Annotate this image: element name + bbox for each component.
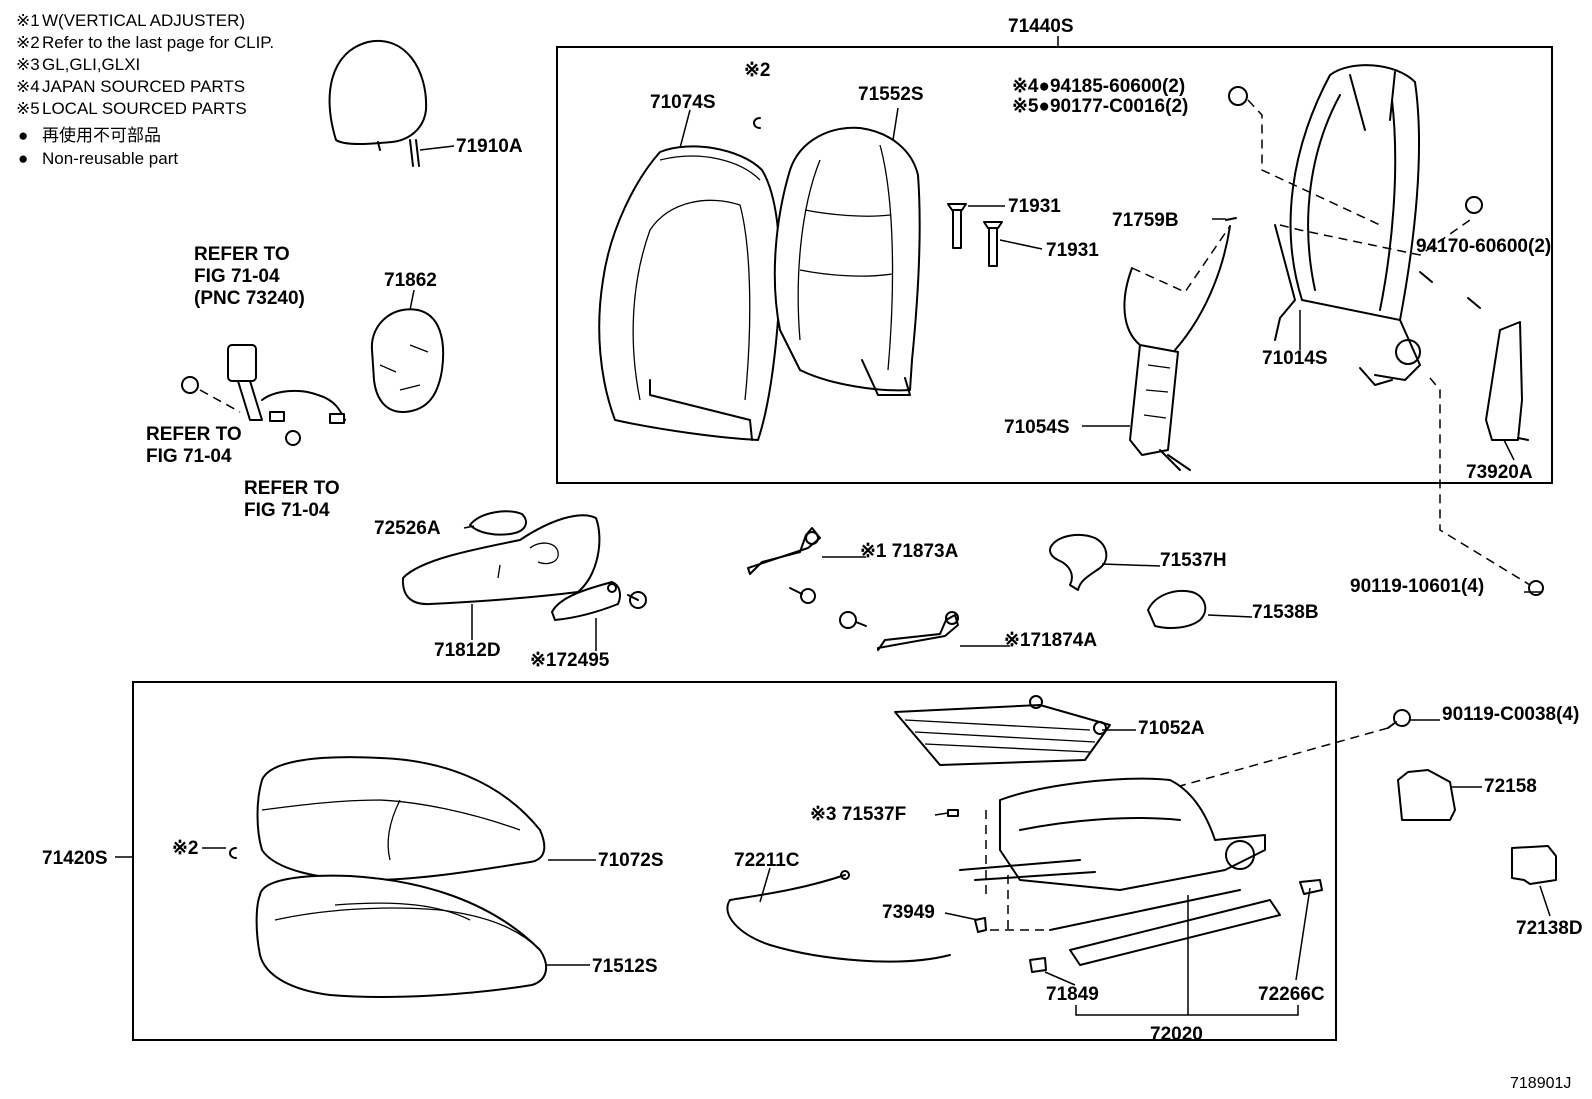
note-2-text: Refer to the last page for CLIP.: [42, 33, 274, 52]
label-71910A: 71910A: [456, 136, 523, 157]
bracket-71874A-drawing: [839, 611, 959, 651]
seat-frame-drawing: [947, 777, 1323, 986]
seatback-cover-drawing: [598, 145, 781, 441]
nut-94185-drawing: [1228, 86, 1381, 226]
part-number-labels: 71440S 71074S 71552S ※2 ※4●94185-60600(2…: [42, 16, 1583, 1045]
label-refer-left-1: REFER TO: [146, 424, 242, 445]
bracket-71537H-drawing: [1049, 533, 1108, 591]
legend-notes: ※1 W(VERTICAL ADJUSTER) ※2 Refer to the …: [16, 11, 274, 168]
seatback-pad-drawing: [773, 126, 921, 396]
shield-71812D-drawing: [401, 514, 601, 606]
lumbar-support-drawing: [1123, 217, 1237, 471]
note-3-text: GL,GLI,GLXI: [42, 55, 140, 74]
label-71420S: 71420S: [42, 848, 108, 869]
label-71874A: ※171874A: [1004, 630, 1097, 651]
label-71849: 71849: [1046, 984, 1099, 1005]
label-71931-a: 71931: [1008, 196, 1061, 217]
label-72495: ※172495: [530, 650, 610, 671]
label-71537H: 71537H: [1160, 550, 1227, 571]
label-71552S: 71552S: [858, 84, 924, 105]
label-71512S: 71512S: [592, 956, 658, 977]
leader-lines: [202, 107, 1551, 1016]
label-73920A: 73920A: [1466, 462, 1533, 483]
bracket-71538B-drawing: [1147, 590, 1207, 629]
note-7-text: Non-reusable part: [42, 149, 178, 168]
label-71537F: ※3 71537F: [810, 804, 906, 825]
label-refer-upper-2: FIG 71-04: [194, 266, 280, 287]
note-4-mark: ※4: [16, 77, 40, 96]
label-71873A: ※1 71873A: [860, 541, 959, 562]
label-72020: 72020: [1150, 1024, 1203, 1045]
label-90119-10601: 90119-10601(4): [1350, 576, 1484, 597]
note-6-mark: ●: [18, 126, 28, 145]
label-71014S: 71014S: [1262, 348, 1328, 369]
note-5-mark: ※5: [16, 99, 40, 118]
label-clip-top: ※2: [744, 60, 771, 81]
side-pad-71862-drawing: [370, 308, 445, 414]
label-refer-right-1: REFER TO: [244, 478, 340, 499]
label-94185: ※4●94185-60600(2): [1012, 76, 1185, 97]
seatback-frame-drawing: [1274, 64, 1483, 386]
label-72266C: 72266C: [1258, 984, 1325, 1005]
cover-72138D-drawing: [1511, 845, 1557, 885]
note-1-mark: ※1: [16, 11, 40, 30]
side-cover-drawing: [1429, 321, 1544, 596]
label-refer-left-2: FIG 71-04: [146, 446, 232, 467]
headrest-drawing: [328, 39, 428, 167]
note-6-text: 再使用不可部品: [42, 125, 161, 145]
label-72158: 72158: [1484, 776, 1537, 797]
label-71931-b: 71931: [1046, 240, 1099, 261]
lever-72495-drawing: [551, 581, 647, 621]
label-71072S: 71072S: [598, 850, 664, 871]
label-90119-C0038: 90119-C0038(4): [1442, 704, 1579, 725]
seat-belt-buckle-drawing: [181, 344, 346, 446]
note-4-text: JAPAN SOURCED PARTS: [42, 77, 245, 96]
cover-72158-drawing: [1397, 769, 1456, 821]
cushion-assembly-frame: [132, 681, 1337, 1041]
label-refer-upper-1: REFER TO: [194, 244, 290, 265]
figure-code: 718901J: [1510, 1075, 1571, 1092]
wire-72211C-drawing: [726, 870, 951, 963]
cushion-cover-drawing: [256, 756, 546, 881]
note-2-mark: ※2: [16, 33, 40, 52]
label-72211C: 72211C: [734, 850, 800, 871]
seatback-assembly-frame: [556, 46, 1553, 484]
note-3-mark: ※3: [16, 55, 40, 74]
bolt-90119-C0038-drawing: [1179, 709, 1411, 787]
label-refer-right-2: FIG 71-04: [244, 500, 330, 521]
label-71440S: 71440S: [1008, 16, 1074, 37]
label-clip-bottom: ※2: [172, 838, 199, 859]
label-71074S: 71074S: [650, 92, 716, 113]
label-72138D: 72138D: [1516, 918, 1583, 939]
label-71759B: 71759B: [1112, 210, 1179, 231]
note-1-text: W(VERTICAL ADJUSTER): [42, 11, 245, 30]
pin-71931-drawing: [947, 203, 1003, 267]
label-94170: 94170-60600(2): [1416, 236, 1551, 257]
note-7-mark: ●: [18, 149, 28, 168]
cushion-pad-drawing: [255, 874, 548, 998]
label-72526A: 72526A: [374, 518, 441, 539]
knob-72526A-drawing: [469, 510, 527, 536]
spring-71052A-drawing: [894, 695, 1111, 766]
label-71538B: 71538B: [1252, 602, 1319, 623]
bracket-71873A-drawing: [747, 527, 821, 604]
clip-top-drawing: [753, 117, 761, 129]
note-5-text: LOCAL SOURCED PARTS: [42, 99, 247, 118]
label-90177: ※5●90177-C0016(2): [1012, 96, 1188, 117]
label-71054S: 71054S: [1004, 417, 1070, 438]
label-71052A: 71052A: [1138, 718, 1205, 739]
label-73949: 73949: [882, 902, 935, 923]
label-71862: 71862: [384, 270, 437, 291]
label-refer-upper-3: (PNC 73240): [194, 288, 305, 309]
label-71812D: 71812D: [434, 640, 501, 661]
clip-bottom-drawing: [229, 847, 237, 859]
